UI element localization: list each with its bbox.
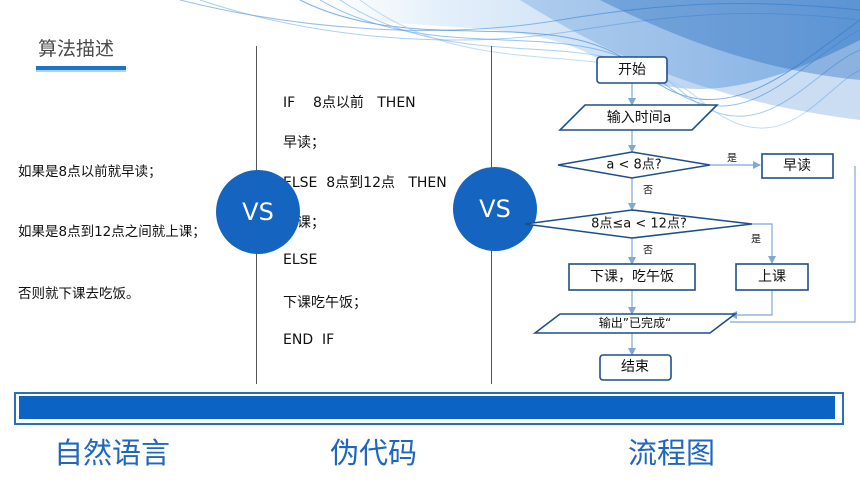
- flow-class-label: 上课: [758, 269, 786, 285]
- pseudocode-line-1: IF 8点以前 THEN: [283, 95, 416, 111]
- flow-start-box: [596, 56, 668, 84]
- flowchart: 开始 输入时间a a < 8点? 早读 8点≤a < 12点? 下课，吃午饭 上…: [524, 56, 856, 381]
- pseudocode-line-3: ELSE 8点到12点 THEN: [283, 175, 447, 191]
- natural-language-line-3: 否则就下课去吃饭。: [18, 286, 140, 302]
- flow-decision-1: [557, 151, 711, 179]
- bottom-bar: [19, 396, 835, 419]
- flow-decision-1-label: a < 8点?: [606, 158, 661, 173]
- flow-start-label: 开始: [618, 62, 646, 78]
- title-underline-light: [36, 70, 126, 72]
- section-title: 算法描述: [38, 38, 115, 60]
- title-underline: [36, 66, 126, 70]
- pseudocode-line-7: END IF: [283, 332, 335, 348]
- flow-lunch-box: [568, 263, 696, 291]
- pseudocode-line-2: 早读；: [283, 135, 325, 151]
- natural-language-line-2: 如果是8点到12点之间就上课；: [18, 224, 206, 240]
- pseudocode-line-5: ELSE: [283, 252, 318, 268]
- flow-yes-1-label: 是: [727, 153, 737, 165]
- flow-end-label: 结束: [621, 359, 649, 375]
- caption-natural-language: 自然语言: [54, 436, 171, 470]
- flow-yes-2-label: 是: [751, 234, 761, 246]
- background-waves: [179, 0, 860, 129]
- flow-input-label: 输入时间a: [607, 110, 672, 126]
- flow-end-box: [599, 354, 672, 381]
- flow-lunch-label: 下课，吃午饭: [590, 269, 674, 285]
- vs-badge-left: VS: [216, 170, 300, 254]
- flow-output-parallelogram: [532, 313, 738, 334]
- flow-early-read-box: [761, 153, 834, 179]
- flow-decision-2-label: 8点≤a < 12点?: [591, 217, 687, 232]
- flow-no-2-label: 否: [643, 245, 653, 257]
- flow-output-label: 输出”已完成“: [599, 315, 671, 330]
- flow-class-box: [735, 263, 809, 291]
- flow-input-parallelogram: [558, 104, 719, 131]
- natural-language-line-1: 如果是8点以前就早读；: [18, 164, 162, 180]
- caption-flowchart: 流程图: [628, 436, 716, 470]
- pseudocode-line-6: 下课吃午饭；: [283, 295, 367, 311]
- flow-early-read-label: 早读: [783, 157, 811, 174]
- caption-pseudocode: 伪代码: [330, 436, 418, 470]
- flow-decision-2: [524, 209, 753, 239]
- flow-no-1-label: 否: [643, 185, 653, 197]
- vs-badge-right: VS: [453, 167, 537, 251]
